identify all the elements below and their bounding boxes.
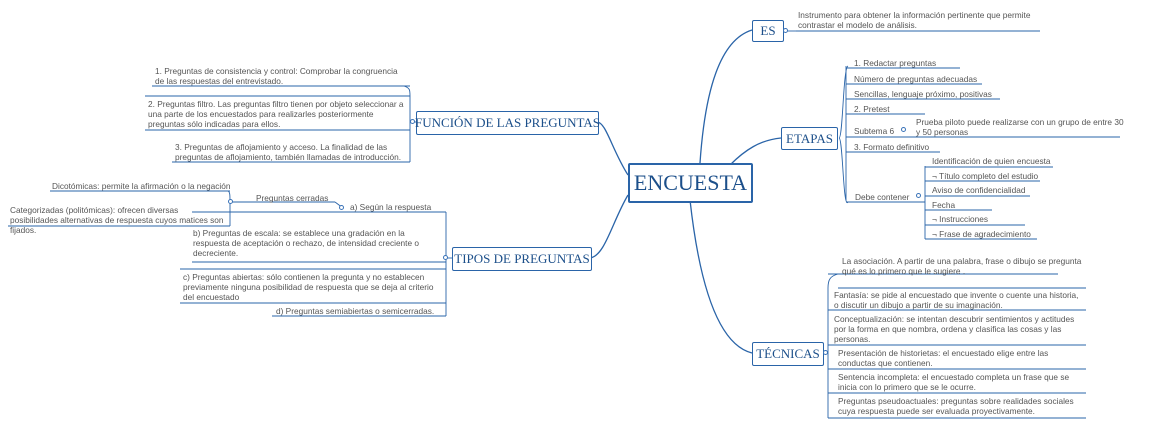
tipo-categorizadas: Categorizadas (politómicas): ofrecen div… <box>10 205 224 235</box>
contenido-agradecimiento: ¬ Frase de agradecimiento <box>932 229 1031 239</box>
subtema-toggle-icon[interactable] <box>901 127 906 132</box>
tipos-node[interactable]: TIPOS DE PREGUNTAS <box>452 247 592 271</box>
cerradas-toggle-icon[interactable] <box>228 199 233 204</box>
tecnica-asociacion: La asociación. A partir de una palabra, … <box>842 256 1082 276</box>
branch-tipos <box>589 194 629 259</box>
etapa-formato-definitivo: 3. Formato definitivo <box>854 142 930 152</box>
branch-tecnicas <box>689 199 753 354</box>
tecnicas-toggle-icon[interactable] <box>823 350 828 355</box>
branch-funcion <box>596 121 629 176</box>
tecnica-historietas: Presentación de historietas: el encuesta… <box>838 348 1049 368</box>
tecnica-sentencia-incompleta: Sentencia incompleta: el encuestado comp… <box>838 372 1070 392</box>
etapa-subtema-6: Subtema 6 <box>854 126 895 136</box>
contenido-aviso: Aviso de confidencialidad <box>932 185 1026 195</box>
segun-toggle-icon[interactable] <box>339 205 344 210</box>
tipo-segun-respuesta: a) Según la respuesta <box>350 202 432 212</box>
contenido-identificacion: Identificación de quien encuesta <box>932 156 1051 166</box>
etapas-node[interactable]: ETAPAS <box>781 127 838 150</box>
tecnica-conceptualizacion: Conceptualización: se intentan descubrir… <box>834 314 1075 344</box>
tipo-semiabiertas: d) Preguntas semiabiertas o semicerradas… <box>276 306 435 316</box>
funcion-aflojamiento: 3. Preguntas de aflojamiento y acceso. L… <box>175 142 401 162</box>
tecnica-fantasia: Fantasía: se pide al encuestado que inve… <box>834 290 1079 310</box>
central-node[interactable]: ENCUESTA <box>628 163 753 203</box>
etapa-numero-preguntas: Número de preguntas adecuadas <box>854 74 978 84</box>
etapa-pretest: 2. Pretest <box>854 104 890 114</box>
funcion-filtro: 2. Preguntas filtro. Las preguntas filtr… <box>148 99 404 129</box>
es-definition: Instrumento para obtener la información … <box>798 10 1031 30</box>
es-toggle-icon[interactable] <box>783 28 788 33</box>
tipo-abiertas: c) Preguntas abiertas: sólo contienen la… <box>183 272 434 302</box>
funcion-toggle-icon[interactable] <box>410 119 415 124</box>
contenido-titulo: ¬ Título completo del estudio <box>932 171 1039 181</box>
funcion-node[interactable]: FUNCIÓN DE LAS PREGUNTAS <box>415 111 600 135</box>
tipo-dicotomicas: Dicotómicas: permite la afirmación o la … <box>52 181 231 191</box>
tecnicas-node[interactable]: TÉCNICAS <box>752 342 824 366</box>
tipo-escala: b) Preguntas de escala: se establece una… <box>193 228 420 258</box>
etapa-prueba-piloto: Prueba piloto puede realizarse con un gr… <box>916 117 1124 137</box>
etapa-sencillas: Sencillas, lenguaje próximo, positivas <box>854 89 992 99</box>
tipos-toggle-icon[interactable] <box>443 255 448 260</box>
tecnica-pseudoactuales: Preguntas pseudoactuales: preguntas sobr… <box>838 396 1074 416</box>
debe-contener-toggle-icon[interactable] <box>916 193 921 198</box>
tipo-cerradas: Preguntas cerradas <box>256 193 329 203</box>
funcion-consistencia: 1. Preguntas de consistencia y control: … <box>155 66 398 86</box>
es-node[interactable]: ES <box>752 20 784 42</box>
etapa-redactar: 1. Redactar preguntas <box>854 58 937 68</box>
branch-es <box>699 29 753 164</box>
etapa-debe-contener: Debe contener <box>855 192 910 202</box>
contenido-instrucciones: ¬ Instrucciones <box>932 214 989 224</box>
branch-etapas <box>729 137 782 166</box>
contenido-fecha: Fecha <box>932 200 956 210</box>
